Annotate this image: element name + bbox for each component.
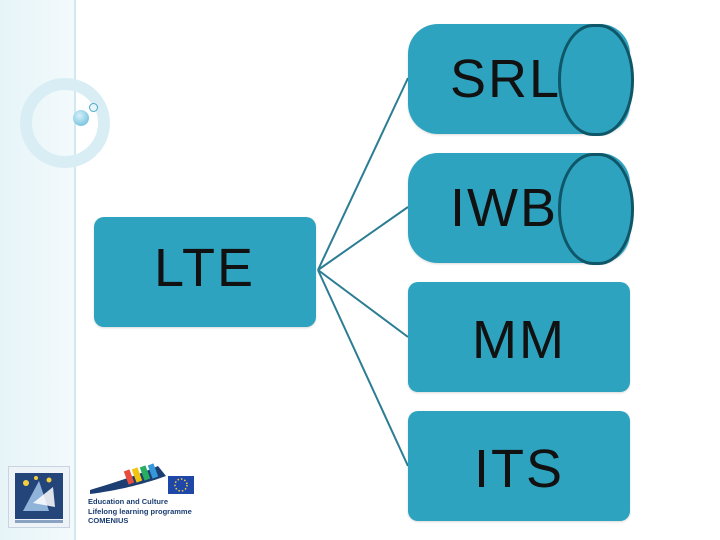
education-culture-logo-graphic — [86, 462, 206, 496]
node-srl-cylinder-cap — [558, 24, 634, 136]
node-root-label: LTE — [154, 237, 255, 299]
node-iwb-label: IWB — [450, 177, 558, 239]
node-its-label: ITS — [474, 438, 564, 500]
node-mm-label: MM — [472, 309, 566, 371]
project-logo — [8, 466, 70, 528]
node-its: ITS — [408, 411, 630, 521]
connector-srl — [318, 78, 408, 270]
connector-its — [318, 270, 408, 466]
logo-line-1: Education and Culture — [88, 497, 192, 507]
logo-line-3: COMENIUS — [88, 516, 192, 526]
project-logo-emblem — [9, 467, 69, 527]
education-culture-logo-text: Education and Culture Lifelong learning … — [88, 497, 192, 526]
node-root: LTE — [94, 217, 316, 327]
connector-iwb — [318, 207, 408, 270]
logo-line-2: Lifelong learning programme — [88, 507, 192, 517]
node-iwb-cylinder-cap — [558, 153, 634, 265]
node-srl-label: SRL — [450, 48, 561, 110]
connector-mm — [318, 270, 408, 337]
node-mm: MM — [408, 282, 630, 392]
